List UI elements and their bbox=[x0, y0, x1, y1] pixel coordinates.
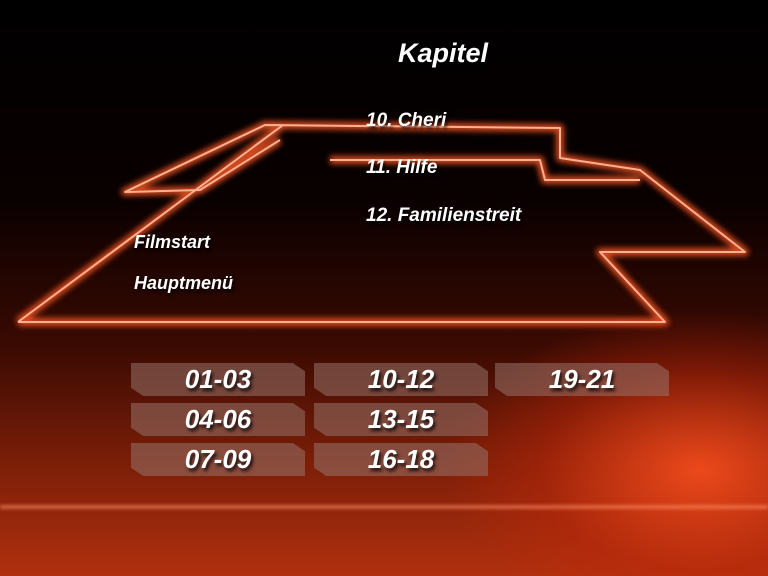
filmstart-link[interactable]: Filmstart bbox=[134, 232, 211, 252]
chapters-16-18-button[interactable]: 16-18 bbox=[314, 443, 488, 476]
chapter-12-link[interactable]: 12. Familienstreit bbox=[366, 205, 522, 226]
chapter-11-link[interactable]: 11. Hilfe bbox=[366, 157, 438, 178]
hauptmenu-link[interactable]: Hauptmenü bbox=[134, 273, 233, 293]
chapter-10-link[interactable]: 10. Cheri bbox=[366, 110, 447, 131]
floor-glow-line bbox=[0, 505, 768, 509]
chapters-19-21-button[interactable]: 19-21 bbox=[495, 363, 669, 396]
chapters-07-09-button[interactable]: 07-09 bbox=[131, 443, 305, 476]
chapters-01-03-button[interactable]: 01-03 bbox=[131, 363, 305, 396]
chapters-13-15-button[interactable]: 13-15 bbox=[314, 403, 488, 436]
chapters-04-06-button[interactable]: 04-06 bbox=[131, 403, 305, 436]
page-title: Kapitel bbox=[398, 38, 489, 68]
chapters-10-12-button[interactable]: 10-12 bbox=[314, 363, 488, 396]
